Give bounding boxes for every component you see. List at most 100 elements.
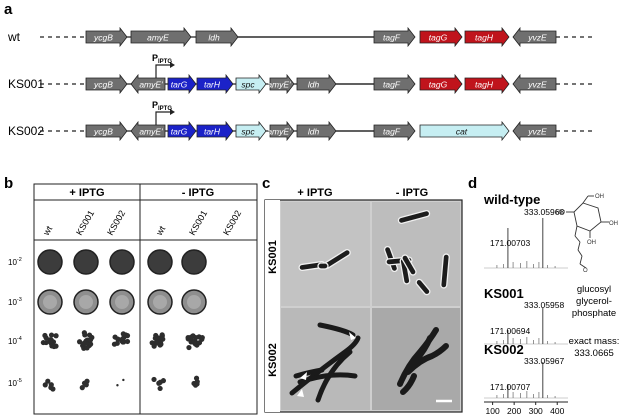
- cell: [415, 278, 431, 296]
- gene-arrow-ycgb: [85, 120, 128, 142]
- colony: [45, 378, 51, 384]
- colony-spot-center: [187, 295, 201, 309]
- x-tick-label: 200: [507, 406, 521, 416]
- colony-spot-center: [79, 295, 93, 309]
- colony: [185, 334, 191, 341]
- peak-label-minor-ks002: 171.00707: [490, 382, 530, 392]
- gene-label: tarH: [204, 80, 221, 90]
- compound-name-line-1: glucosyl: [577, 284, 611, 295]
- x-tick-label: 100: [486, 406, 500, 416]
- gene-label: spc: [241, 80, 255, 90]
- cell: [293, 367, 325, 379]
- group-label-plus-iptg: + IPTG: [69, 187, 104, 199]
- micrograph-ks001-plus: [281, 202, 370, 306]
- arrowheads-ks002: [297, 332, 356, 397]
- gene-label: tarH: [204, 127, 221, 137]
- colony: [120, 339, 126, 345]
- gene-arrow-spc: [235, 120, 267, 142]
- gene-label: ycgB: [93, 80, 113, 90]
- gene-label: amyE': [139, 127, 163, 137]
- colony-spot-center: [153, 295, 167, 309]
- panel-letter-d: d: [468, 175, 477, 192]
- colony: [159, 332, 165, 338]
- gene-label: tagF: [383, 127, 401, 137]
- peak-label-minor-wt: 171.00703: [490, 238, 530, 248]
- dilution-label: 10-2: [8, 257, 22, 267]
- colony: [87, 337, 94, 343]
- gene-arrow-yvze: [512, 26, 557, 48]
- promoter-arrow-icon: [155, 64, 170, 78]
- colony: [43, 339, 49, 346]
- svg-text:HO: HO: [556, 210, 565, 216]
- strain-label: KS002: [8, 124, 44, 138]
- sample-name-ks002: KS002: [484, 342, 524, 357]
- cells-ks002-minus: [397, 327, 449, 395]
- gene-arrow-yvze: [512, 73, 557, 95]
- gene-label: tagH: [475, 33, 494, 43]
- colony: [120, 331, 126, 337]
- gene-label: tarG: [171, 127, 188, 137]
- gene-label: tagF: [383, 80, 401, 90]
- cell: [400, 373, 417, 395]
- micrograph-row-ks002: KS002: [267, 343, 279, 377]
- peak-label-main-ks001: 333.05958: [524, 300, 564, 310]
- colony: [79, 385, 85, 391]
- colony-spot-center: [43, 295, 57, 309]
- gene-arrow-amye-prime: [130, 73, 166, 95]
- colony: [43, 335, 49, 341]
- svg-text:OH: OH: [587, 240, 596, 246]
- promoter-arrowhead-icon: [170, 62, 175, 68]
- row-label-band: [265, 200, 280, 412]
- cell: [397, 209, 431, 225]
- spectra-traces: [484, 218, 568, 399]
- micrograph-row-ks001: KS001: [267, 240, 279, 274]
- panel-letter-a: a: [4, 1, 13, 18]
- colony: [124, 338, 131, 345]
- gene-label: ldh: [308, 127, 320, 137]
- gene-label: amyE': [267, 127, 291, 137]
- colony: [84, 345, 90, 351]
- dilution-label: 10-4: [8, 336, 22, 346]
- colony: [81, 330, 87, 336]
- svg-text:OH: OH: [595, 194, 604, 200]
- gene-label: ycgB: [93, 127, 113, 137]
- colony: [88, 341, 94, 347]
- gene-arrow-tagf: [373, 73, 416, 95]
- colony: [48, 382, 54, 388]
- exact-mass-label: exact mass:: [569, 336, 620, 347]
- colony: [196, 340, 203, 346]
- sample-name-wild-type: wild-type: [483, 192, 540, 207]
- cell: [413, 335, 433, 363]
- group-label-minus-iptg: - IPTG: [182, 187, 214, 199]
- colony-spot-center: [115, 295, 129, 309]
- micrograph-col-minus-iptg: - IPTG: [396, 187, 428, 199]
- gene-arrow-tarh: [196, 73, 234, 95]
- dilution-label: 10-3: [8, 297, 22, 307]
- cell: [405, 343, 449, 375]
- gene-arrow-tarh: [196, 120, 234, 142]
- gene-arrow-ldh: [195, 26, 239, 48]
- colony: [153, 339, 160, 345]
- sample-name-ks001: KS001: [484, 286, 524, 301]
- dilution-labels: 10-210-310-410-5: [8, 257, 22, 388]
- gene-arrow-tagf: [373, 120, 416, 142]
- arrow-icon: [297, 389, 304, 397]
- glucosyl-glycerol-phosphate-structure-icon: [566, 195, 609, 269]
- colony: [160, 378, 167, 384]
- colony: [191, 339, 197, 346]
- gene-label: tagG: [429, 80, 448, 90]
- spot-assay-frame: [33, 183, 258, 415]
- cell: [440, 253, 450, 289]
- gene-arrow-ldh: [296, 73, 337, 95]
- colony-spot: [37, 249, 63, 275]
- gene-arrow-amye-prime: [130, 120, 166, 142]
- gene-label: amyE': [139, 80, 163, 90]
- colony-spots: [37, 249, 207, 392]
- colony-spot: [147, 249, 173, 275]
- x-tick-label: 400: [550, 406, 564, 416]
- gene-label: ycgB: [93, 33, 113, 43]
- gene-arrow-spc: [235, 73, 267, 95]
